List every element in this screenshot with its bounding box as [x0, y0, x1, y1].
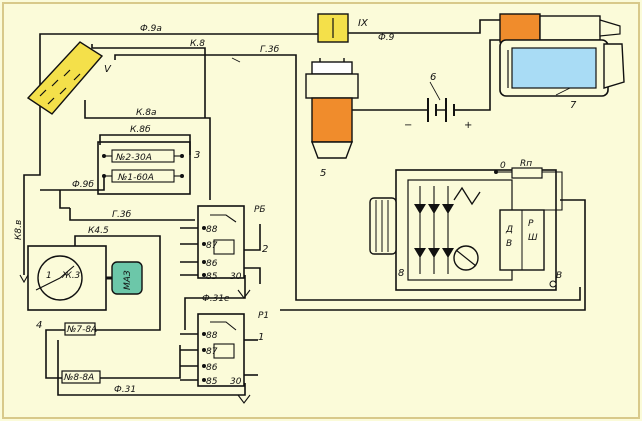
key-label: МАЗ [123, 270, 133, 290]
connector-ix [317, 13, 349, 43]
alt-d: Д [505, 225, 513, 235]
battery-plus: + [464, 120, 472, 131]
ignition-coil [305, 58, 359, 159]
alt-b-out: В [556, 271, 562, 281]
label-f9a: Ф.9а [140, 24, 162, 34]
relay-r1-tag: Р1 [258, 311, 269, 321]
wire-f31 [57, 340, 246, 396]
battery [427, 98, 470, 122]
callout-1: 1 [258, 332, 264, 343]
relay-rb-tag: РБ [254, 205, 266, 215]
stator-winding [453, 186, 481, 206]
relay-rb [180, 205, 261, 284]
relay-r1-pin-85: 85 [206, 377, 218, 387]
alternator [369, 167, 563, 291]
wire-f9 [348, 19, 500, 34]
label-f31: Ф.31 [114, 385, 136, 395]
ground-arrow [237, 289, 251, 299]
callout-4: 4 [36, 320, 42, 331]
label-f9: Ф.9 [378, 33, 395, 43]
alt-zero: 0 [500, 161, 506, 171]
leader-7 [555, 87, 571, 96]
diode-bridge [414, 186, 454, 274]
wire-k8a [84, 100, 211, 180]
wire-g3b [114, 54, 581, 301]
fuse-7-label: №7-8А [66, 325, 97, 335]
leader-6 [429, 81, 441, 101]
relay-rb-pin-30: 30 [230, 272, 242, 282]
wire-f31e [184, 275, 246, 330]
callout-7: 7 [570, 100, 577, 111]
relay-rb-pin-85: 85 [206, 272, 218, 282]
label-f31e: Ф.31е [202, 294, 230, 304]
relay-r1-pin-87: 87 [206, 347, 218, 357]
relay-r1-pin-30: 30 [230, 377, 242, 387]
fuse-1-label: №1-60А [117, 173, 154, 183]
ignition-switch [27, 245, 143, 311]
relay-r1-pin-88: 88 [206, 331, 218, 341]
relay-rb-pin-87: 87 [206, 241, 218, 251]
callout-6: 6 [430, 72, 436, 83]
switch-terminal-1: 1 [46, 271, 52, 281]
label-k8v: К8.в [14, 220, 24, 240]
ground-arrow [19, 274, 29, 284]
relay-r1-pin-86: 86 [206, 363, 218, 373]
fuse-8 [61, 370, 101, 384]
switch-terminal-label: Ж.3 [61, 271, 81, 281]
label-k8a: К.8а [136, 108, 157, 118]
relay-r1 [180, 313, 258, 387]
wire-fuse7-8 [45, 329, 181, 379]
battery-minus: − [404, 120, 412, 131]
callout-8: 8 [398, 268, 404, 279]
wire-alt-b [280, 199, 586, 311]
fuse-block [97, 141, 191, 195]
callout-2: 2 [262, 244, 268, 255]
label-g3b-top: Г.3б [260, 45, 280, 55]
wire-k8 [91, 44, 206, 118]
relay-rb-pin-86: 86 [206, 259, 218, 269]
label-g3b-mid: Г.3б [112, 210, 132, 220]
alt-v: В [506, 239, 512, 249]
pulley [369, 197, 397, 255]
relay-rb-pin-88: 88 [206, 225, 218, 235]
wire-f9a [23, 33, 318, 275]
callout-roman-ix: IX [358, 18, 369, 29]
callout-roman-v: V [104, 64, 112, 75]
harness-connector-v [26, 41, 104, 115]
starter-motor [499, 13, 625, 97]
fuse-2-label: №2-30А [115, 153, 152, 163]
label-f9b: Ф.9б [72, 180, 94, 190]
ground-arrow [237, 394, 251, 404]
wire-f9b [40, 176, 105, 191]
wire-battery [347, 39, 505, 111]
alt-rp: Rп [520, 159, 532, 169]
fuse-7 [64, 322, 96, 336]
resistor-rp [511, 167, 543, 179]
callout-3: 3 [194, 150, 200, 161]
label-k8b: К.8б [130, 125, 151, 135]
alt-sh: Ш [528, 233, 538, 243]
callout-5: 5 [320, 168, 326, 179]
wire-k4-5 [74, 235, 161, 331]
fuse-8-label: №8-8А [63, 373, 94, 383]
label-k8: К.8 [190, 39, 205, 49]
label-k4-5: К4.5 [88, 226, 109, 236]
wire-g3b-mid [59, 190, 195, 221]
alt-p: Р [528, 219, 534, 229]
